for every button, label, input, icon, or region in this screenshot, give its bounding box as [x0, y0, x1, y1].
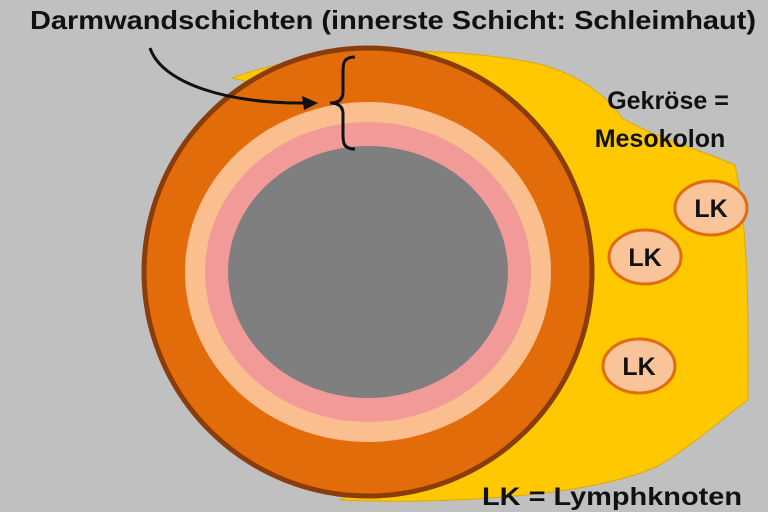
- legend-text: LK = Lymphknoten: [482, 483, 742, 511]
- lymph-node-label: LK: [694, 195, 727, 223]
- lymph-node-label: LK: [628, 244, 661, 272]
- layer-brace: [329, 55, 356, 151]
- pointer-arrowhead: [302, 96, 318, 110]
- mesocolon-label-line2: Mesokolon: [595, 125, 726, 153]
- lymph-node-label: LK: [622, 353, 655, 381]
- mesocolon-label-line1: Gekröse =: [607, 87, 729, 115]
- lymph-node: LK: [673, 179, 749, 237]
- lymph-node: LK: [607, 228, 683, 286]
- lumen: [228, 146, 508, 398]
- pointer-arrow-line: [148, 47, 306, 105]
- lymph-node: LK: [601, 337, 677, 395]
- diagram-title: Darmwandschichten (innerste Schicht: Sch…: [30, 5, 756, 35]
